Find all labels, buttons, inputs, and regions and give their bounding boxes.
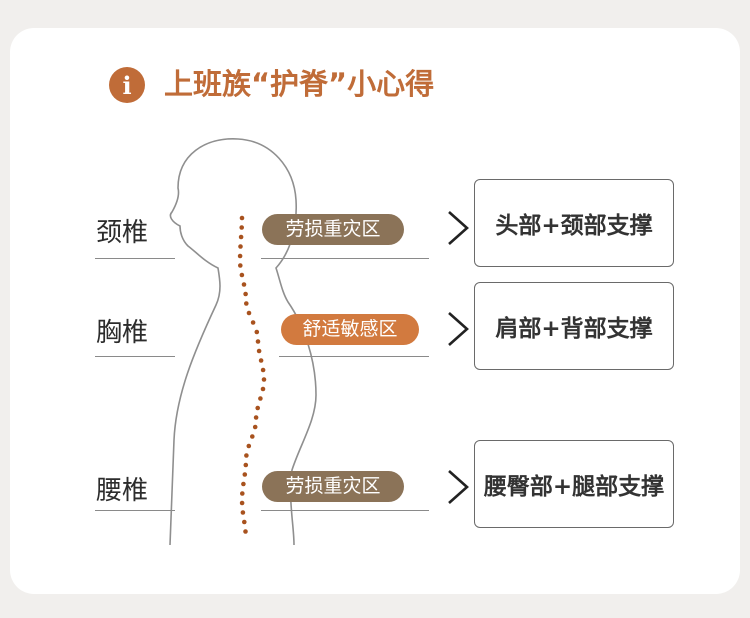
spine-dot bbox=[250, 320, 256, 325]
spine-dot bbox=[238, 234, 244, 240]
info-icon: i bbox=[109, 67, 145, 103]
body-outline bbox=[169, 138, 317, 546]
spine-dot bbox=[239, 215, 245, 221]
region-label-lumbar: 腰椎 bbox=[96, 476, 149, 506]
spine-dot bbox=[241, 282, 247, 287]
divider-line bbox=[261, 510, 429, 511]
spine-dot bbox=[240, 491, 245, 496]
tag-pill-cervical: 劳损重灾区 bbox=[262, 214, 404, 245]
spine-dot bbox=[240, 510, 246, 515]
chevron-right-icon bbox=[448, 312, 469, 346]
spine-dot bbox=[241, 481, 246, 487]
spine-dot bbox=[261, 377, 267, 382]
spine-dot bbox=[258, 358, 264, 363]
spine-dot bbox=[243, 291, 248, 297]
support-box-shoulder-back: 肩部+背部支撑 bbox=[474, 282, 674, 370]
spine-dot bbox=[242, 472, 248, 477]
spine-dot bbox=[254, 329, 260, 335]
spine-dot bbox=[260, 367, 266, 373]
divider-line bbox=[95, 510, 175, 511]
spine-dot bbox=[238, 263, 243, 268]
divider-line bbox=[279, 356, 429, 357]
region-label-cervical: 颈椎 bbox=[96, 218, 149, 248]
spine-dot bbox=[246, 443, 252, 449]
spine-dot bbox=[237, 253, 243, 259]
divider-line bbox=[95, 356, 175, 357]
support-box-head-neck: 头部+颈部支撑 bbox=[474, 179, 674, 267]
spine-dot bbox=[244, 301, 249, 306]
spine-dot bbox=[239, 500, 245, 506]
region-label-thoracic: 胸椎 bbox=[96, 318, 149, 348]
spine-dot bbox=[242, 519, 247, 525]
support-box-waist-legs: 腰臀部+腿部支撑 bbox=[474, 440, 674, 528]
spine-dot bbox=[250, 434, 255, 439]
spine-dot bbox=[252, 424, 258, 430]
spine-dots bbox=[237, 215, 267, 534]
spine-dot bbox=[239, 225, 244, 230]
spine-dot bbox=[260, 386, 266, 392]
spine-dot bbox=[244, 453, 249, 458]
chevron-right-icon bbox=[448, 470, 469, 504]
spine-dot bbox=[246, 310, 252, 316]
spine-dot bbox=[239, 272, 245, 278]
page-title: 上班族“护脊”小心得 bbox=[164, 67, 435, 101]
spine-dot bbox=[255, 339, 261, 344]
spine-dot bbox=[243, 462, 249, 468]
spine-dot bbox=[243, 529, 248, 534]
tag-pill-thoracic: 舒适敏感区 bbox=[281, 314, 419, 345]
divider-line bbox=[261, 258, 429, 259]
divider-line bbox=[95, 258, 175, 259]
spine-dot bbox=[238, 244, 243, 249]
spine-dot bbox=[256, 348, 262, 354]
tag-pill-lumbar: 劳损重灾区 bbox=[262, 471, 404, 502]
chevron-right-icon bbox=[448, 211, 469, 245]
spine-dot bbox=[253, 415, 259, 420]
spine-dot bbox=[255, 405, 260, 411]
spine-dot bbox=[258, 396, 263, 401]
